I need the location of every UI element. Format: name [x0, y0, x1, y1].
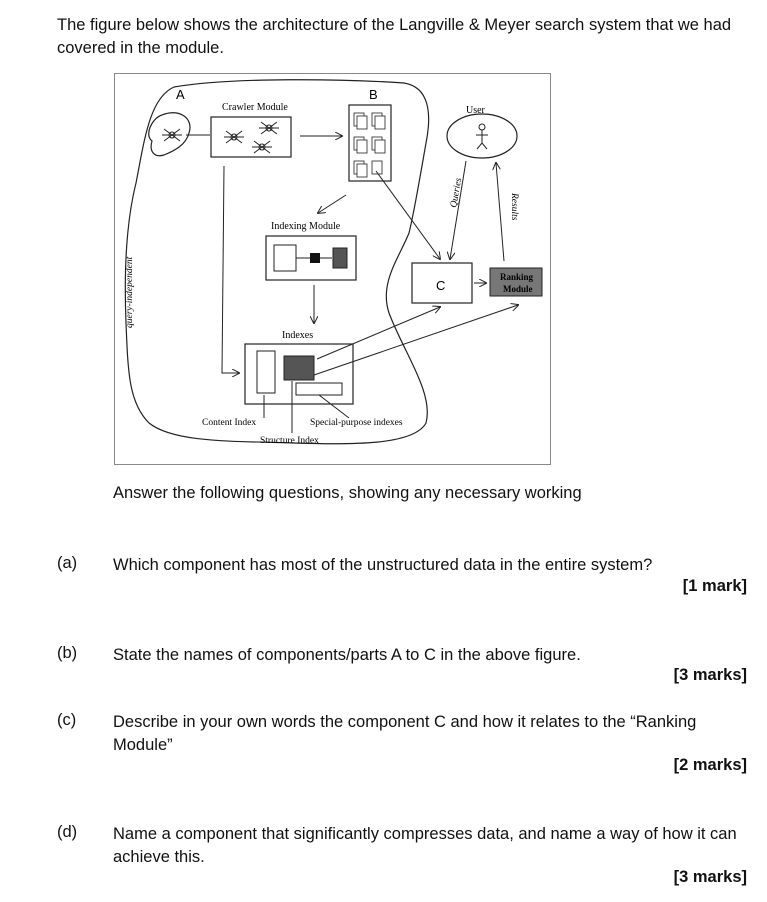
- instruction-text: Answer the following questions, showing …: [113, 484, 582, 502]
- structure-index-label: Structure Index: [260, 436, 319, 446]
- spider-icon: [162, 128, 182, 142]
- web-blob-a: [148, 112, 191, 157]
- user-icon: [476, 123, 488, 150]
- content-index-label: Content Index: [202, 418, 256, 428]
- label-b: B: [369, 87, 378, 102]
- question-d-number: (d): [57, 823, 78, 841]
- label-a: A: [176, 87, 185, 102]
- question-b-text: State the names of components/parts A to…: [113, 646, 581, 664]
- component-c-box: [411, 262, 473, 304]
- query-independent-boundary: [124, 79, 430, 445]
- crawler-module-label: Crawler Module: [222, 102, 288, 113]
- results-label: Results: [509, 192, 519, 221]
- question-a-marks: [1 mark]: [682, 577, 747, 595]
- question-c-number: (c): [57, 711, 77, 729]
- indexes-label: Indexes: [282, 330, 313, 341]
- label-c: C: [436, 278, 445, 293]
- question-d-marks: [3 marks]: [673, 868, 747, 886]
- question-c-text: Describe in your own words the component…: [113, 713, 697, 754]
- question-d-text: Name a component that significantly comp…: [113, 825, 737, 866]
- architecture-figure: A Crawler Module B Indexing Module Index…: [114, 73, 551, 465]
- query-independent-label: query-independent: [125, 256, 135, 328]
- question-a-number: (a): [57, 554, 78, 572]
- ranking-module-box: [489, 267, 543, 297]
- crawler-module-box: [210, 116, 292, 158]
- page-icons: [353, 112, 386, 178]
- special-purpose-indexes-label: Special-purpose indexes: [310, 418, 403, 428]
- question-c-marks: [2 marks]: [673, 756, 747, 774]
- intro-paragraph: The figure below shows the architecture …: [57, 16, 732, 57]
- indexing-module-label: Indexing Module: [271, 221, 341, 232]
- question-a-text: Which component has most of the unstruct…: [113, 556, 653, 574]
- user-label: User: [466, 105, 486, 116]
- question-b-marks: [3 marks]: [673, 666, 747, 684]
- crawler-spider-icons: [224, 121, 279, 154]
- ranking-module-label-1: Ranking: [500, 272, 534, 282]
- ranking-module-label-2: Module: [503, 284, 533, 294]
- question-b-number: (b): [57, 644, 78, 662]
